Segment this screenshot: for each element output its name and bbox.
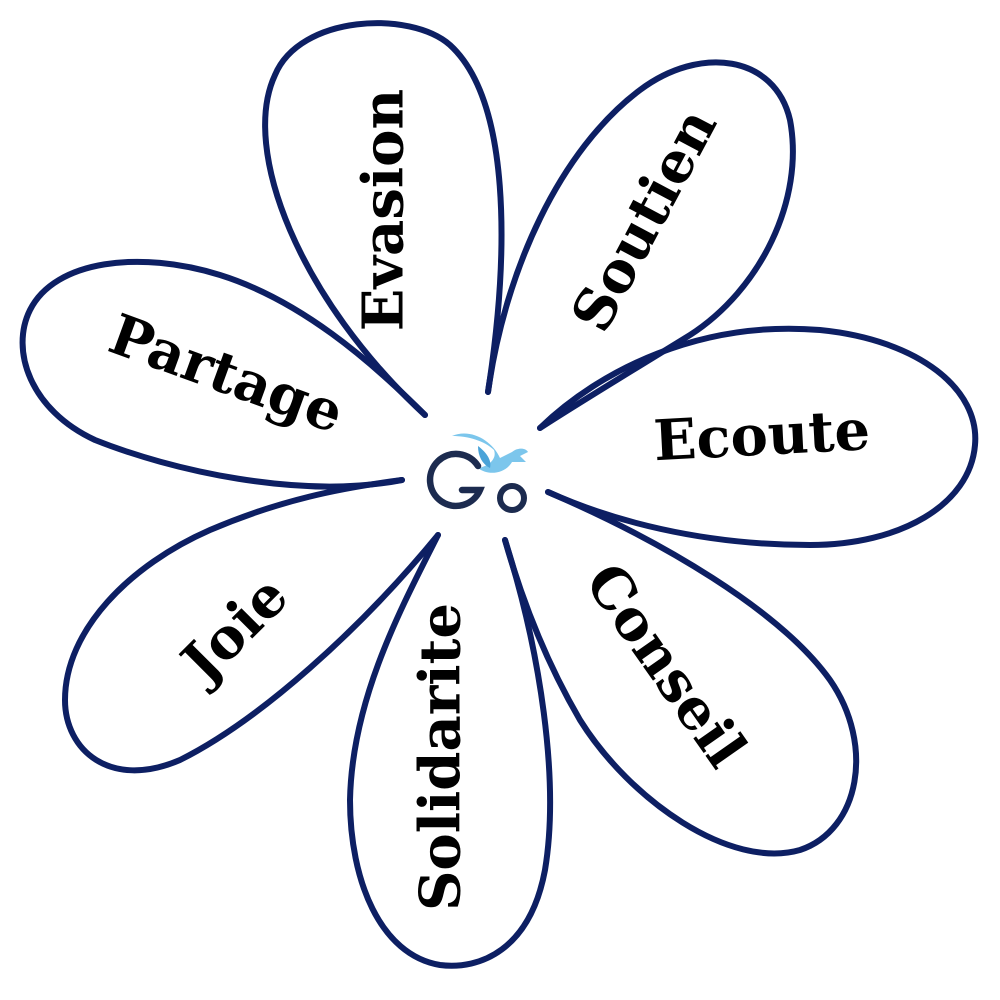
- petal-ecoute-outline: [537, 325, 979, 548]
- bird-wing: [478, 446, 491, 468]
- petal-label-solidarite: Solidarite: [408, 603, 474, 911]
- petal-outlines: [19, 20, 979, 969]
- center-logo: [426, 433, 528, 513]
- petal-label-soutien: Soutien: [558, 98, 730, 343]
- logo-letter-o: [497, 483, 527, 513]
- logo-letter-g: [426, 450, 485, 510]
- petal-joie-outline: [62, 477, 441, 774]
- petal-solidarite-outline: [347, 532, 554, 969]
- petal-label-evasion: Evasion: [351, 89, 417, 331]
- petal-labels: Evasion Soutien Ecoute Conseil Solidarit…: [101, 89, 872, 911]
- petal-label-joie: Joie: [165, 563, 301, 699]
- petal-label-ecoute: Ecoute: [652, 397, 872, 474]
- petal-evasion-outline: [262, 20, 505, 418]
- bird-icon: [452, 433, 528, 473]
- petal-conseil-outline: [502, 489, 860, 857]
- petal-partage-outline: [19, 258, 428, 490]
